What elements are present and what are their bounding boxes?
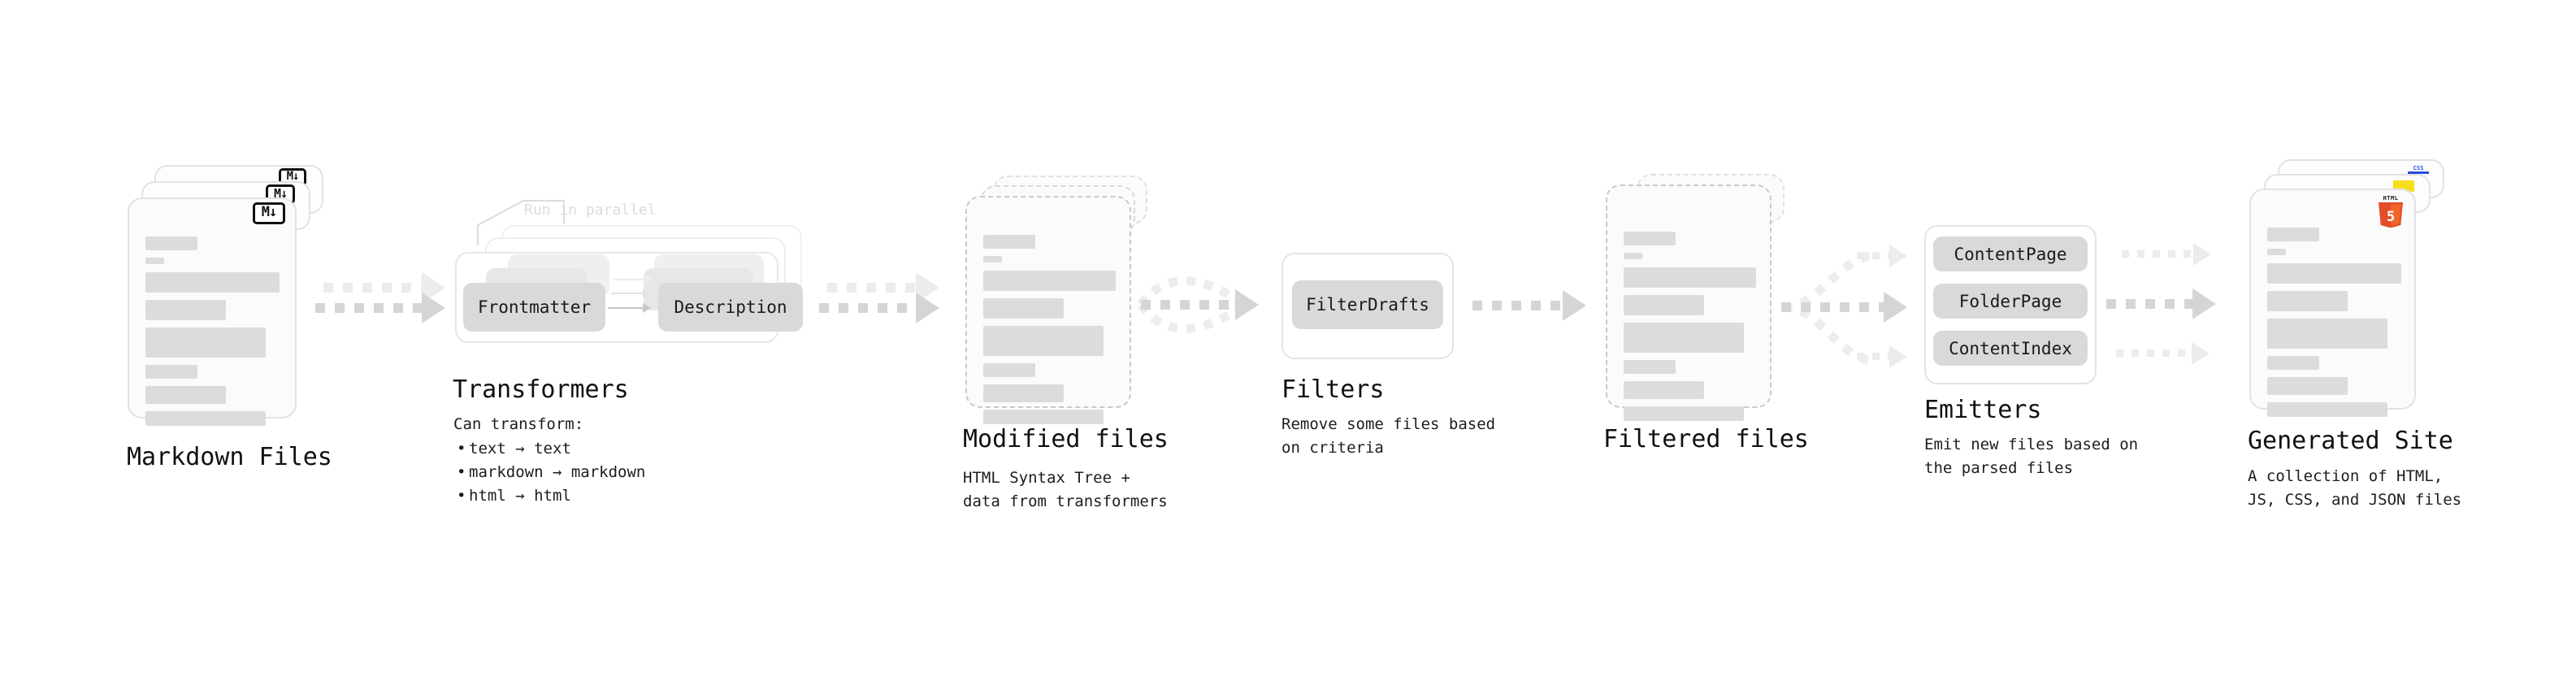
emitter-node-contentindex[interactable]: ContentIndex bbox=[1933, 331, 2088, 366]
arrow-markdown-to-transformers-ghost bbox=[323, 272, 445, 303]
skeleton-bar bbox=[1624, 232, 1676, 245]
transformers-list: text → text markdown → markdown html → h… bbox=[453, 437, 645, 508]
generated-card-front bbox=[2249, 189, 2416, 417]
skeleton-bar bbox=[1624, 267, 1756, 288]
skeleton-bar bbox=[2267, 377, 2348, 395]
skeleton-bar bbox=[2267, 263, 2401, 284]
skeleton-bar bbox=[2267, 291, 2348, 311]
transformer-node-frontmatter[interactable]: Frontmatter bbox=[463, 283, 605, 332]
transformer-mini-arrow-1 bbox=[608, 303, 651, 313]
generated-site-subtitle: A collection of HTML, JS, CSS, and JSON … bbox=[2248, 467, 2462, 509]
arrow-emitters-to-site-bottom bbox=[2116, 341, 2210, 365]
css-badge-text: CSS bbox=[2413, 165, 2424, 171]
skeleton-bar bbox=[2267, 228, 2319, 241]
markdown-card-front bbox=[128, 197, 297, 426]
arrow-emitters-to-site-top bbox=[2122, 242, 2211, 266]
transformer-mini-arrow-2 bbox=[611, 288, 651, 298]
modified-card-skeleton bbox=[983, 235, 1116, 432]
skeleton-bar bbox=[1624, 253, 1642, 259]
skeleton-bar bbox=[145, 327, 266, 358]
skeleton-bar bbox=[1624, 360, 1676, 374]
modified-card-front bbox=[965, 196, 1131, 424]
emitter-node-folderpage-label: FolderPage bbox=[1958, 291, 2062, 311]
svg-text:5: 5 bbox=[2387, 209, 2395, 225]
markdown-badge-back-2-text: M↓ bbox=[286, 170, 300, 183]
markdown-badge-text: M↓ bbox=[261, 204, 278, 220]
transformers-list-item: text → text bbox=[457, 437, 645, 461]
skeleton-bar bbox=[1624, 381, 1704, 399]
transformer-node-description[interactable]: Description bbox=[658, 283, 803, 332]
generated-card-skeleton bbox=[2267, 228, 2401, 424]
filtered-card-skeleton bbox=[1624, 232, 1756, 428]
arrow-filtered-to-emitter-contentpage bbox=[1857, 244, 1907, 267]
markdown-files-title: Markdown Files bbox=[127, 443, 332, 471]
run-in-parallel-bracket bbox=[477, 200, 565, 245]
css-badge: CSS bbox=[2408, 165, 2429, 174]
transformers-title: Transformers bbox=[453, 375, 629, 404]
emitter-node-contentindex-label: ContentIndex bbox=[1949, 338, 2072, 358]
html5-badge-text: HTML bbox=[2383, 195, 2399, 202]
skeleton-bar bbox=[145, 258, 164, 264]
skeleton-bar bbox=[983, 298, 1064, 319]
transformers-list-lead: Can transform: bbox=[453, 415, 584, 433]
transformer-mini-arrow-3 bbox=[614, 275, 653, 284]
skeleton-bar bbox=[2267, 402, 2387, 417]
filter-node-filterdrafts[interactable]: FilterDrafts bbox=[1292, 280, 1443, 329]
skeleton-bar bbox=[983, 363, 1035, 377]
skeleton-bar bbox=[2267, 319, 2387, 349]
skeleton-bar bbox=[1624, 323, 1744, 353]
arrow-filters-to-filtered bbox=[1472, 290, 1586, 321]
arrow-markdown-to-transformers bbox=[315, 293, 445, 323]
skeleton-bar bbox=[145, 300, 226, 320]
skeleton-bar bbox=[145, 386, 226, 404]
transformer-node-frontmatter-label: Frontmatter bbox=[477, 297, 592, 317]
arrow-transformers-to-modified bbox=[819, 293, 939, 323]
transformers-description: Can transform: text → text markdown → ma… bbox=[453, 413, 645, 508]
filter-node-filterdrafts-label: FilterDrafts bbox=[1306, 295, 1429, 314]
skeleton-bar bbox=[145, 411, 266, 426]
filters-subtitle: Remove some files based on criteria bbox=[1281, 415, 1496, 457]
markdown-badge: M↓ bbox=[253, 202, 285, 224]
skeleton-bar bbox=[983, 235, 1035, 249]
skeleton-bar bbox=[145, 236, 197, 250]
run-in-parallel-label: Run in parallel bbox=[524, 202, 657, 219]
skeleton-bar bbox=[1624, 295, 1704, 315]
arrow-filtered-to-emitter-folderpage bbox=[1781, 292, 1907, 323]
skeleton-bar bbox=[983, 410, 1104, 424]
emitter-node-folderpage[interactable]: FolderPage bbox=[1933, 284, 2088, 319]
arrow-emitters-to-site-middle bbox=[2106, 288, 2216, 319]
skeleton-bar bbox=[983, 384, 1064, 402]
skeleton-bar bbox=[983, 271, 1116, 291]
markdown-card-skeleton bbox=[145, 236, 280, 433]
arrow-filtered-to-emitter-contentindex bbox=[1857, 345, 1907, 368]
skeleton-bar bbox=[145, 365, 197, 379]
arrow-transformers-to-modified-ghost bbox=[827, 272, 939, 303]
filtered-files-title: Filtered files bbox=[1603, 425, 1809, 453]
generated-site-title: Generated Site bbox=[2248, 427, 2453, 455]
arrow-modified-to-filters bbox=[1141, 289, 1259, 320]
skeleton-bar bbox=[983, 256, 1002, 262]
emitter-node-contentpage[interactable]: ContentPage bbox=[1933, 236, 2088, 271]
transformer-node-description-label: Description bbox=[674, 297, 787, 317]
skeleton-bar bbox=[145, 272, 280, 293]
filters-title: Filters bbox=[1281, 375, 1385, 404]
skeleton-bar bbox=[983, 326, 1104, 356]
emitters-subtitle: Emit new files based on the parsed files bbox=[1924, 436, 2139, 477]
modified-files-subtitle: HTML Syntax Tree + data from transformer… bbox=[963, 469, 1168, 510]
markdown-badge-back-1-text: M↓ bbox=[273, 185, 288, 201]
filtered-card-front bbox=[1606, 184, 1772, 421]
transformers-list-item: html → html bbox=[457, 484, 645, 508]
skeleton-bar bbox=[2267, 249, 2286, 255]
skeleton-bar bbox=[2267, 356, 2319, 370]
transformers-list-item: markdown → markdown bbox=[457, 461, 645, 484]
skeleton-bar bbox=[1624, 406, 1744, 421]
html5-icon: HTML 5 bbox=[2377, 195, 2405, 228]
emitter-node-contentpage-label: ContentPage bbox=[1954, 244, 2067, 264]
emitters-title: Emitters bbox=[1924, 396, 2042, 424]
modified-files-title: Modified files bbox=[963, 425, 1169, 453]
